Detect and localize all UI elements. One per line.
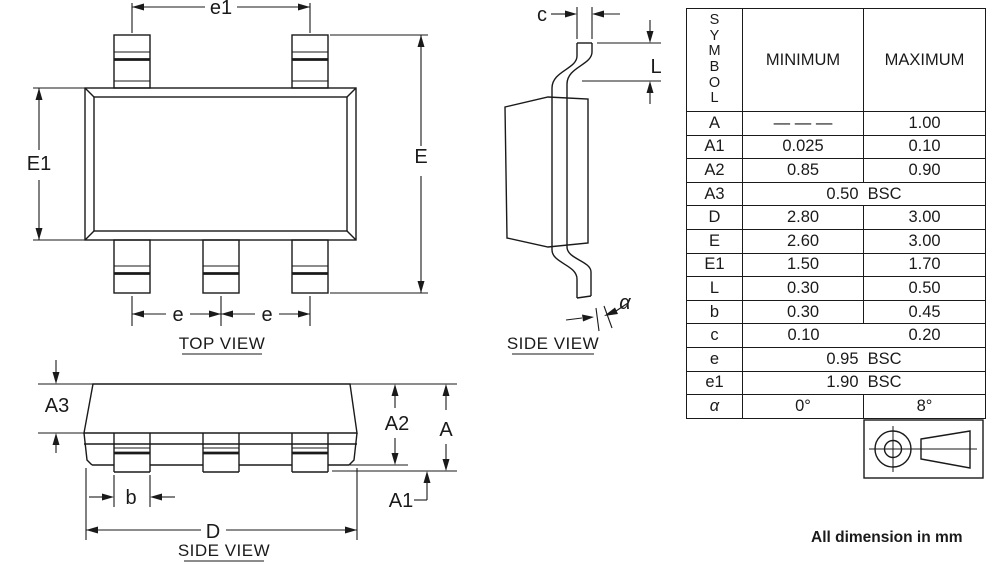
- max-cell: 0.90: [863, 158, 986, 183]
- dim-A: A: [332, 384, 457, 472]
- dim-E: E: [330, 34, 428, 294]
- min-cell: 0.10: [787, 326, 820, 345]
- table-row: e1 1.90 BSC: [686, 370, 986, 396]
- column-header-symbol: SYMBOL: [686, 8, 743, 112]
- top-view-label: TOP VIEW: [179, 334, 266, 353]
- dim-b: b: [89, 475, 175, 509]
- symbol-cell: c: [686, 323, 743, 348]
- max-cell: 8°: [863, 394, 986, 419]
- dim-e1: e1: [131, 0, 311, 33]
- symbol-cell: A2: [686, 158, 743, 183]
- split-cell: 0.10 0.20: [742, 323, 986, 348]
- table-row: A1 0.025 0.10: [686, 134, 986, 160]
- table-row: e 0.95 BSC: [686, 346, 986, 372]
- column-header-maximum: MAXIMUM: [863, 8, 986, 112]
- side-view-lead: c L α SIDE VIEW: [504, 4, 662, 355]
- max-cell: 0.10: [863, 134, 986, 160]
- side-view-lead-label: SIDE VIEW: [507, 334, 599, 353]
- symbol-header-text: SYMBOL: [708, 12, 721, 107]
- dim-label-E: E: [414, 146, 427, 168]
- dim-label-e1: e1: [210, 0, 232, 19]
- dim-L: L: [582, 20, 662, 104]
- min-cell: 2.80: [742, 205, 864, 230]
- span-cell: 1.90 BSC: [742, 370, 986, 396]
- table-row: c 0.10 0.20: [686, 323, 986, 348]
- column-header-minimum: MINIMUM: [742, 8, 864, 112]
- leads-bottom-view: [113, 433, 329, 473]
- projection-symbol: [863, 419, 984, 479]
- dim-label-A3: A3: [45, 395, 69, 417]
- table-row: A3 0.50 BSC: [686, 181, 986, 207]
- lead-profile: [551, 42, 593, 299]
- dim-A3: A3: [38, 360, 93, 453]
- top-view: e1 E1 E: [27, 0, 428, 355]
- dim-label-e-left: e: [172, 304, 183, 326]
- symbol-cell: A1: [686, 134, 743, 160]
- max-cell: 1.70: [863, 252, 986, 278]
- min-cell: 0.30: [742, 299, 864, 325]
- min-cell: 0.025: [742, 134, 864, 160]
- package-body-top-view: [84, 87, 357, 241]
- min-cell: — — —: [742, 111, 864, 136]
- dim-label-A2: A2: [385, 413, 409, 435]
- units-note: All dimension in mm: [811, 529, 963, 546]
- dim-c: c: [537, 4, 620, 39]
- span-cell: 0.50 BSC: [742, 181, 986, 207]
- dim-label-E1: E1: [27, 153, 51, 175]
- dim-D: D: [85, 468, 358, 543]
- dim-label-A: A: [439, 419, 453, 441]
- max-cell: 1.00: [863, 111, 986, 136]
- dim-label-c: c: [537, 4, 547, 26]
- min-cell: 0.85: [742, 158, 864, 183]
- dim-label-b: b: [125, 487, 136, 509]
- dim-A1: A1: [389, 471, 431, 512]
- table-header-row: SYMBOL MINIMUM MAXIMUM: [686, 8, 986, 112]
- table-row: b 0.30 0.45: [686, 299, 986, 325]
- pins-top-view: [113, 34, 329, 294]
- symbol-cell: b: [686, 299, 743, 325]
- table-row: E 2.60 3.00: [686, 228, 986, 254]
- max-cell: 0.45: [863, 299, 986, 325]
- table-row: L 0.30 0.50: [686, 276, 986, 301]
- dim-label-L: L: [650, 56, 661, 78]
- side-view-bottom: A3 b D A2: [38, 360, 457, 562]
- table-row: E1 1.50 1.70: [686, 252, 986, 278]
- side-view-bottom-label: SIDE VIEW: [178, 541, 270, 560]
- dim-alpha: α: [565, 292, 631, 332]
- dim-A2: A2: [349, 383, 457, 466]
- dim-label-e-right: e: [261, 304, 272, 326]
- table-row: α 0° 8°: [686, 394, 986, 419]
- symbol-cell: A3: [686, 181, 743, 207]
- package-body-side: [504, 96, 589, 248]
- table-row: A2 0.85 0.90: [686, 158, 986, 183]
- dimension-table: SYMBOL MINIMUM MAXIMUM A — — — 1.00 A1 0…: [686, 8, 986, 419]
- max-cell: 3.00: [863, 205, 986, 230]
- min-cell: 0.30: [742, 276, 864, 301]
- symbol-cell: α: [686, 394, 743, 419]
- symbol-cell: A: [686, 111, 743, 136]
- min-cell: 1.50: [742, 252, 864, 278]
- dim-E1: E1: [27, 87, 85, 241]
- max-cell: 0.50: [863, 276, 986, 301]
- span-cell: 0.95 BSC: [742, 346, 986, 372]
- symbol-cell: L: [686, 276, 743, 301]
- max-cell: 0.20: [908, 326, 941, 345]
- symbol-cell: E1: [686, 252, 743, 278]
- dim-label-A1: A1: [389, 490, 413, 512]
- symbol-cell: e1: [686, 370, 743, 396]
- symbol-cell: E: [686, 228, 743, 254]
- dim-label-D: D: [206, 521, 220, 543]
- dim-label-alpha: α: [619, 292, 631, 314]
- symbol-cell: D: [686, 205, 743, 230]
- min-cell: 2.60: [742, 228, 864, 254]
- symbol-cell: e: [686, 346, 743, 372]
- max-cell: 3.00: [863, 228, 986, 254]
- table-row: D 2.80 3.00: [686, 205, 986, 230]
- dim-e: e e: [131, 296, 311, 326]
- min-cell: 0°: [742, 394, 864, 419]
- package-body-bottom-view: [83, 383, 358, 466]
- table-row: A — — — 1.00: [686, 111, 986, 136]
